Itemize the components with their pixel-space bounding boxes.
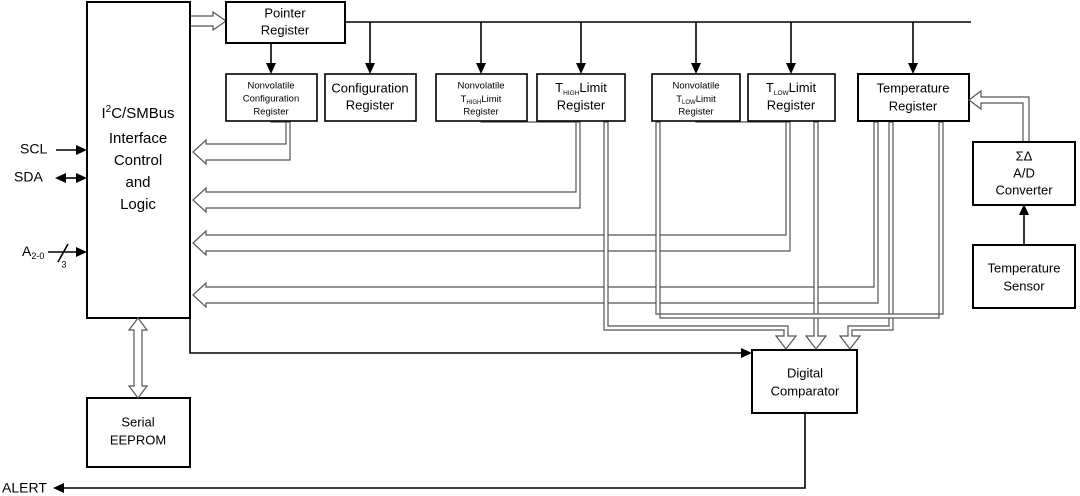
nv-config-label-2: Configuration — [243, 94, 300, 105]
alert-output-wire — [53, 413, 806, 493]
config-label-2: Register — [346, 97, 395, 112]
sda-pin: SDA — [14, 169, 87, 185]
tlow-limit-register-block: TLOWLimit Register — [747, 73, 836, 122]
nonvolatile-thigh-limit-register-block: Nonvolatile THIGHLimit Register — [435, 73, 528, 122]
bus-tlow-readback — [192, 103, 791, 257]
svg-text:A2-0: A2-0 — [22, 243, 44, 262]
bus-temperature-to-comparator-a — [838, 121, 894, 350]
pointer-register-block: Pointer Register — [225, 1, 346, 44]
config-label-1: Configuration — [331, 80, 408, 95]
adc-to-temperature-register-bus — [968, 89, 1030, 143]
svg-text:TLOWLimit: TLOWLimit — [766, 80, 817, 96]
nonvolatile-tlow-limit-register-block: Nonvolatile TLOWLimit Register — [651, 73, 741, 122]
tlow-label-limit: Limit — [789, 80, 817, 95]
nv-thigh-label-1: Nonvolatile — [458, 81, 505, 92]
temperature-register-label-2: Register — [889, 98, 938, 113]
temperature-sensor-label-2: Sensor — [1003, 278, 1045, 293]
interface-label-logic: Logic — [120, 196, 156, 213]
nv-thigh-label-t: T — [461, 94, 467, 105]
adc-label-converter: Converter — [995, 182, 1053, 197]
svg-text:I2C/SMBus: I2C/SMBus — [101, 104, 174, 122]
interface-control-logic-block: I2C/SMBus Interface Control and Logic — [86, 1, 191, 319]
tlow-label-2: Register — [767, 97, 816, 112]
nv-tlow-label-sub: LOW — [682, 100, 696, 106]
nv-tlow-label-3: Register — [678, 107, 713, 118]
scl-pin-label: SCL — [20, 141, 47, 157]
digital-comparator-block: Digital Comparator — [751, 349, 858, 414]
serial-eeprom-label-2: EEPROM — [110, 432, 166, 447]
serial-eeprom-label-1: Serial — [121, 414, 154, 429]
sensor-to-adc-wire — [1019, 204, 1029, 245]
pointer-distribution-bus — [266, 21, 971, 74]
serial-eeprom-block: Serial EEPROM — [86, 397, 191, 468]
tlow-label-sub: LOW — [774, 90, 790, 97]
interface-label-smbus: C/SMBus — [111, 105, 174, 122]
temperature-sensor-block: Temperature Sensor — [972, 244, 1076, 309]
address-pin-sub: 2-0 — [31, 251, 44, 261]
svg-text:TLOWLimit: TLOWLimit — [676, 94, 716, 106]
thigh-limit-register-block: THIGHLimit Register — [536, 73, 626, 122]
bus-thigh-to-comparator — [603, 121, 798, 350]
nv-tlow-label-1: Nonvolatile — [673, 81, 720, 92]
thigh-label-2: Register — [557, 97, 606, 112]
adc-label-ad: A/D — [1013, 165, 1035, 180]
nv-thigh-label-3: Register — [463, 107, 498, 118]
scl-pin: SCL — [20, 141, 87, 157]
thigh-label-limit: Limit — [579, 80, 607, 95]
configuration-register-block: Configuration Register — [324, 73, 417, 122]
svg-text:THIGHLimit: THIGHLimit — [555, 80, 607, 96]
bus-temperature-readback — [192, 121, 879, 309]
bus-temperature-to-comparator-b — [655, 121, 944, 319]
digital-comparator-label-1: Digital — [787, 365, 823, 380]
thigh-label-t: T — [555, 80, 563, 95]
nv-thigh-label-limit: Limit — [481, 94, 501, 105]
address-bus-width-label: 3 — [61, 259, 66, 269]
thigh-label-sub: HIGH — [563, 90, 580, 97]
interface-label-interface: Interface — [109, 130, 167, 147]
interface-label-sup: 2 — [106, 104, 112, 115]
temperature-sensor-label-1: Temperature — [988, 260, 1061, 275]
interface-label-and: and — [125, 174, 150, 191]
interface-eeprom-bus — [127, 317, 149, 399]
digital-comparator-label-2: Comparator — [771, 383, 840, 398]
interface-label-control: Control — [114, 152, 162, 169]
nv-config-label-3: Register — [253, 107, 288, 118]
address-pin-label: A — [22, 243, 32, 259]
interface-to-pointer-bus — [189, 10, 228, 32]
temperature-register-block: Temperature Register — [857, 73, 970, 122]
tlow-label-t: T — [766, 80, 774, 95]
nonvolatile-configuration-register-block: Nonvolatile Configuration Register — [225, 73, 318, 122]
svg-text:THIGHLimit: THIGHLimit — [461, 94, 502, 106]
nv-config-label-1: Nonvolatile — [248, 81, 295, 92]
temperature-register-label-1: Temperature — [877, 80, 950, 95]
nv-tlow-label-limit: Limit — [696, 94, 716, 105]
sda-pin-label: SDA — [14, 169, 43, 185]
interface-to-comparator-wire — [189, 318, 752, 358]
address-pin: A2-0 3 — [22, 243, 87, 269]
nv-thigh-label-sub: HIGH — [466, 100, 481, 106]
pointer-register-label-2: Register — [261, 22, 310, 37]
nv-tlow-label-t: T — [676, 94, 682, 105]
interface-label-i: I — [101, 105, 105, 122]
ad-converter-block: ΣΔ A/D Converter — [972, 141, 1076, 206]
adc-label-sigma-delta: ΣΔ — [1016, 148, 1033, 163]
pointer-register-label-1: Pointer — [264, 5, 306, 20]
alert-pin-label: ALERT — [2, 480, 47, 496]
bus-tlow-to-comparator — [804, 121, 828, 350]
